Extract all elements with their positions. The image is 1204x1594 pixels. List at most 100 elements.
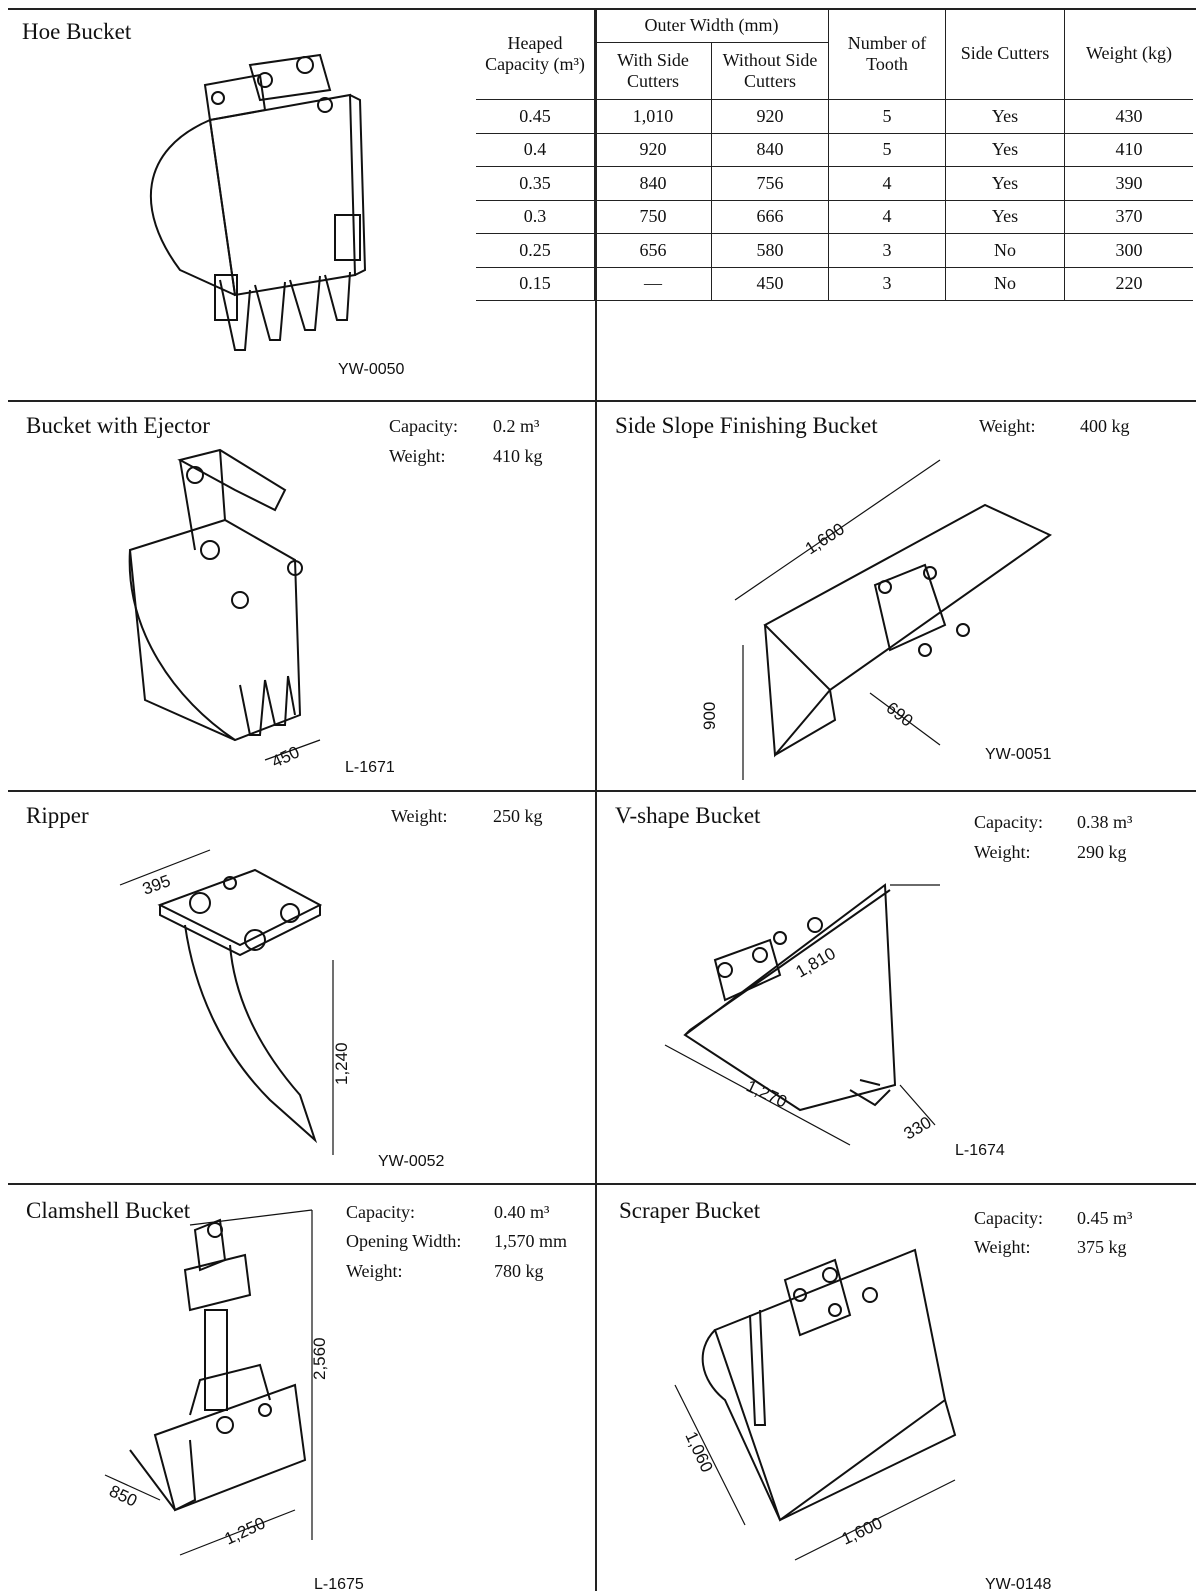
ejector-dim-width: 450: [269, 742, 303, 771]
clamshell-dim-depth: 850: [106, 1481, 140, 1510]
scraper-drawing: 1,060 1,600: [674, 1248, 957, 1561]
ejector-bucket-drawing: 450: [128, 448, 321, 772]
side-slope-drawing: 1,600 900 690: [700, 459, 1052, 780]
header-side-cutters: Side Cutters: [945, 8, 1065, 100]
v-bucket-drawing: 1,810 1,270 330: [664, 883, 940, 1146]
cell-width-with: 1,010: [594, 99, 712, 134]
header-with-side-cutters: With Side Cutters: [594, 42, 712, 100]
ejector-capacity-value: 0.2 m³: [493, 416, 540, 436]
cell-width-without: 756: [711, 166, 829, 201]
cell-width-with: 750: [594, 199, 712, 234]
clamshell-opening-value: 1,570 mm: [494, 1231, 568, 1251]
cell-side-cutters: Yes: [945, 166, 1065, 201]
ripper-drawing: 395 1,240: [119, 849, 351, 1155]
table-row: 0.35 840 756 4 Yes 390: [476, 166, 1193, 201]
header-without-side-cutters: Without Side Cutters: [711, 42, 829, 100]
cell-width-with: 920: [594, 132, 712, 167]
scraper-code: YW-0148: [985, 1576, 1052, 1593]
ejector-weight-label: Weight:: [389, 446, 446, 466]
clamshell-dim-height: 2,560: [310, 1337, 329, 1380]
clamshell-capacity-label: Capacity:: [346, 1202, 415, 1222]
scraper-capacity-label: Capacity:: [974, 1208, 1043, 1228]
side-slope-dim-height: 900: [700, 702, 719, 730]
ripper-weight-label: Weight:: [391, 806, 448, 826]
v-bucket-dim-bottom: 330: [901, 1113, 935, 1144]
cell-weight: 430: [1064, 99, 1193, 134]
header-outer-width: Outer Width (mm): [594, 8, 829, 43]
side-slope-dim-length: 1,600: [802, 519, 848, 558]
ripper-title: Ripper: [26, 803, 89, 828]
cell-teeth: 3: [828, 266, 946, 301]
cell-width-with: 840: [594, 166, 712, 201]
side-slope-weight-label: Weight:: [979, 416, 1036, 436]
header-heaped-capacity: Heaped Capacity (m³): [476, 8, 595, 100]
scraper-weight-label: Weight:: [974, 1237, 1031, 1257]
clamshell-title: Clamshell Bucket: [26, 1198, 191, 1223]
cell-weight: 410: [1064, 132, 1193, 167]
cell-capacity: 0.15: [476, 266, 595, 301]
clamshell-weight-value: 780 kg: [494, 1261, 544, 1281]
header-number-of-tooth: Number of Tooth: [828, 8, 946, 100]
side-slope-title: Side Slope Finishing Bucket: [615, 413, 878, 438]
table-row: 0.3 750 666 4 Yes 370: [476, 199, 1193, 234]
clamshell-opening-label: Opening Width:: [346, 1231, 462, 1251]
v-bucket-weight-value: 290 kg: [1077, 842, 1127, 862]
scraper-weight-value: 375 kg: [1077, 1237, 1127, 1257]
cell-teeth: 4: [828, 199, 946, 234]
cell-width-without: 580: [711, 233, 829, 268]
cell-weight: 300: [1064, 233, 1193, 268]
header-weight: Weight (kg): [1064, 8, 1193, 100]
cell-side-cutters: Yes: [945, 99, 1065, 134]
cell-teeth: 4: [828, 166, 946, 201]
scraper-dim-width: 1,600: [839, 1513, 886, 1548]
cell-capacity: 0.45: [476, 99, 595, 134]
cell-side-cutters: No: [945, 233, 1065, 268]
table-row: 0.15 — 450 3 No 220: [476, 266, 1193, 301]
cell-capacity: 0.3: [476, 199, 595, 234]
ejector-bucket-code: L-1671: [345, 759, 395, 776]
divider-row-1: [8, 400, 1196, 402]
side-slope-code: YW-0051: [985, 746, 1052, 763]
cell-weight: 370: [1064, 199, 1193, 234]
side-slope-weight-value: 400 kg: [1080, 416, 1130, 436]
cell-side-cutters: Yes: [945, 132, 1065, 167]
cell-capacity: 0.25: [476, 233, 595, 268]
clamshell-weight-label: Weight:: [346, 1261, 403, 1281]
v-bucket-code: L-1674: [955, 1142, 1005, 1159]
cell-capacity: 0.35: [476, 166, 595, 201]
clamshell-capacity-value: 0.40 m³: [494, 1202, 550, 1222]
hoe-bucket-spec-table: Heaped Capacity (m³) Outer Width (mm) Nu…: [476, 8, 1193, 301]
side-slope-dim-depth: 690: [883, 698, 917, 730]
v-bucket-weight-label: Weight:: [974, 842, 1031, 862]
cell-width-with: 656: [594, 233, 712, 268]
divider-row-3: [8, 1183, 1196, 1185]
cell-teeth: 5: [828, 99, 946, 134]
cell-width-without: 666: [711, 199, 829, 234]
scraper-title: Scraper Bucket: [619, 1198, 761, 1223]
v-bucket-capacity-value: 0.38 m³: [1077, 812, 1133, 832]
table-row: 0.45 1,010 920 5 Yes 430: [476, 99, 1193, 134]
cell-width-without: 840: [711, 132, 829, 167]
cell-width-with: —: [594, 266, 712, 301]
cell-side-cutters: No: [945, 266, 1065, 301]
cell-capacity: 0.4: [476, 132, 595, 167]
hoe-bucket-code: YW-0050: [338, 361, 405, 378]
table-row: 0.4 920 840 5 Yes 410: [476, 132, 1193, 167]
divider-vertical: [595, 305, 597, 1591]
v-bucket-title: V-shape Bucket: [615, 803, 761, 828]
cell-side-cutters: Yes: [945, 199, 1065, 234]
scraper-capacity-value: 0.45 m³: [1077, 1208, 1133, 1228]
v-bucket-dim-length: 1,270: [743, 1076, 790, 1111]
hoe-bucket-title: Hoe Bucket: [22, 19, 132, 44]
cell-teeth: 5: [828, 132, 946, 167]
cell-teeth: 3: [828, 233, 946, 268]
v-bucket-capacity-label: Capacity:: [974, 812, 1043, 832]
ripper-dim-height: 1,240: [332, 1042, 351, 1085]
cell-weight: 390: [1064, 166, 1193, 201]
cell-width-without: 920: [711, 99, 829, 134]
ejector-bucket-title: Bucket with Ejector: [26, 413, 210, 438]
ejector-capacity-label: Capacity:: [389, 416, 458, 436]
scraper-dim-depth: 1,060: [681, 1429, 716, 1476]
clamshell-drawing: 2,560 850 1,250: [104, 1209, 329, 1556]
ripper-weight-value: 250 kg: [493, 806, 543, 826]
